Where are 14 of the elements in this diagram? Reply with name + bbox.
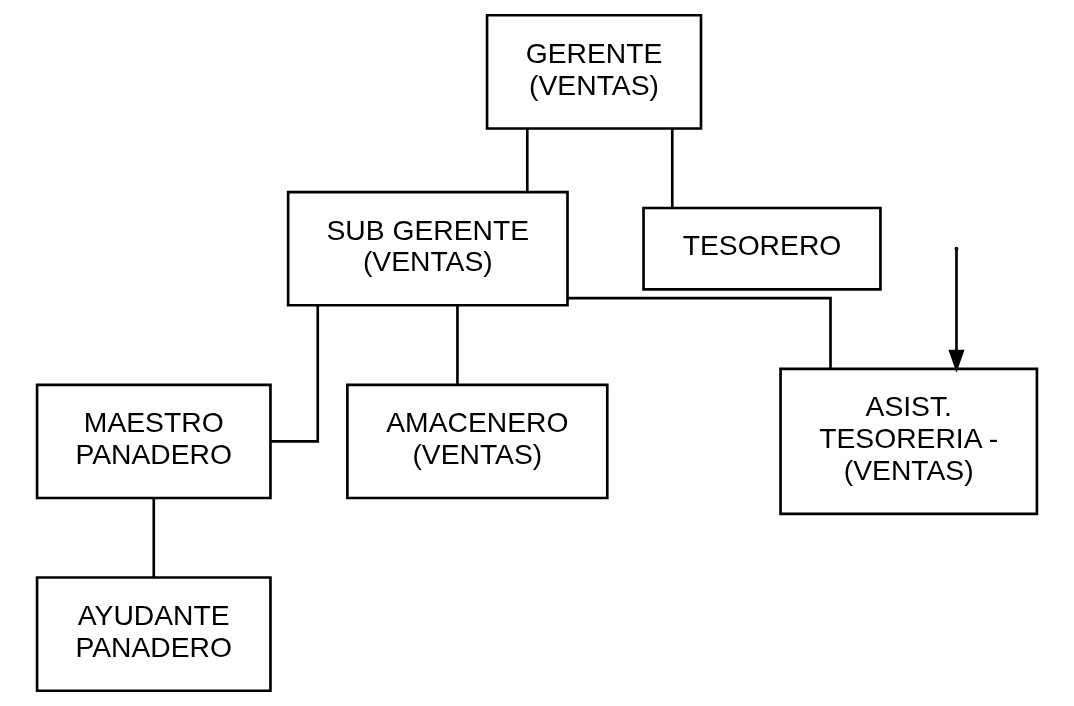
node-box: ASIST. TESORERIA - (VENTAS)	[779, 367, 1039, 516]
node-box: TESORERO	[642, 206, 882, 291]
connector	[271, 305, 320, 443]
node-box: GERENTE (VENTAS)	[485, 13, 703, 130]
connector	[456, 305, 459, 385]
connector	[670, 128, 674, 208]
node-box: MAESTRO PANADERO	[35, 383, 272, 500]
arrow	[948, 249, 965, 373]
connector	[152, 498, 156, 578]
connector	[525, 128, 529, 192]
connector	[567, 296, 832, 369]
node-box: AYUDANTE PANADERO	[35, 576, 272, 693]
node-box: SUB GERENTE (VENTAS)	[286, 190, 569, 307]
node-box: AMACENERO (VENTAS)	[346, 383, 609, 500]
